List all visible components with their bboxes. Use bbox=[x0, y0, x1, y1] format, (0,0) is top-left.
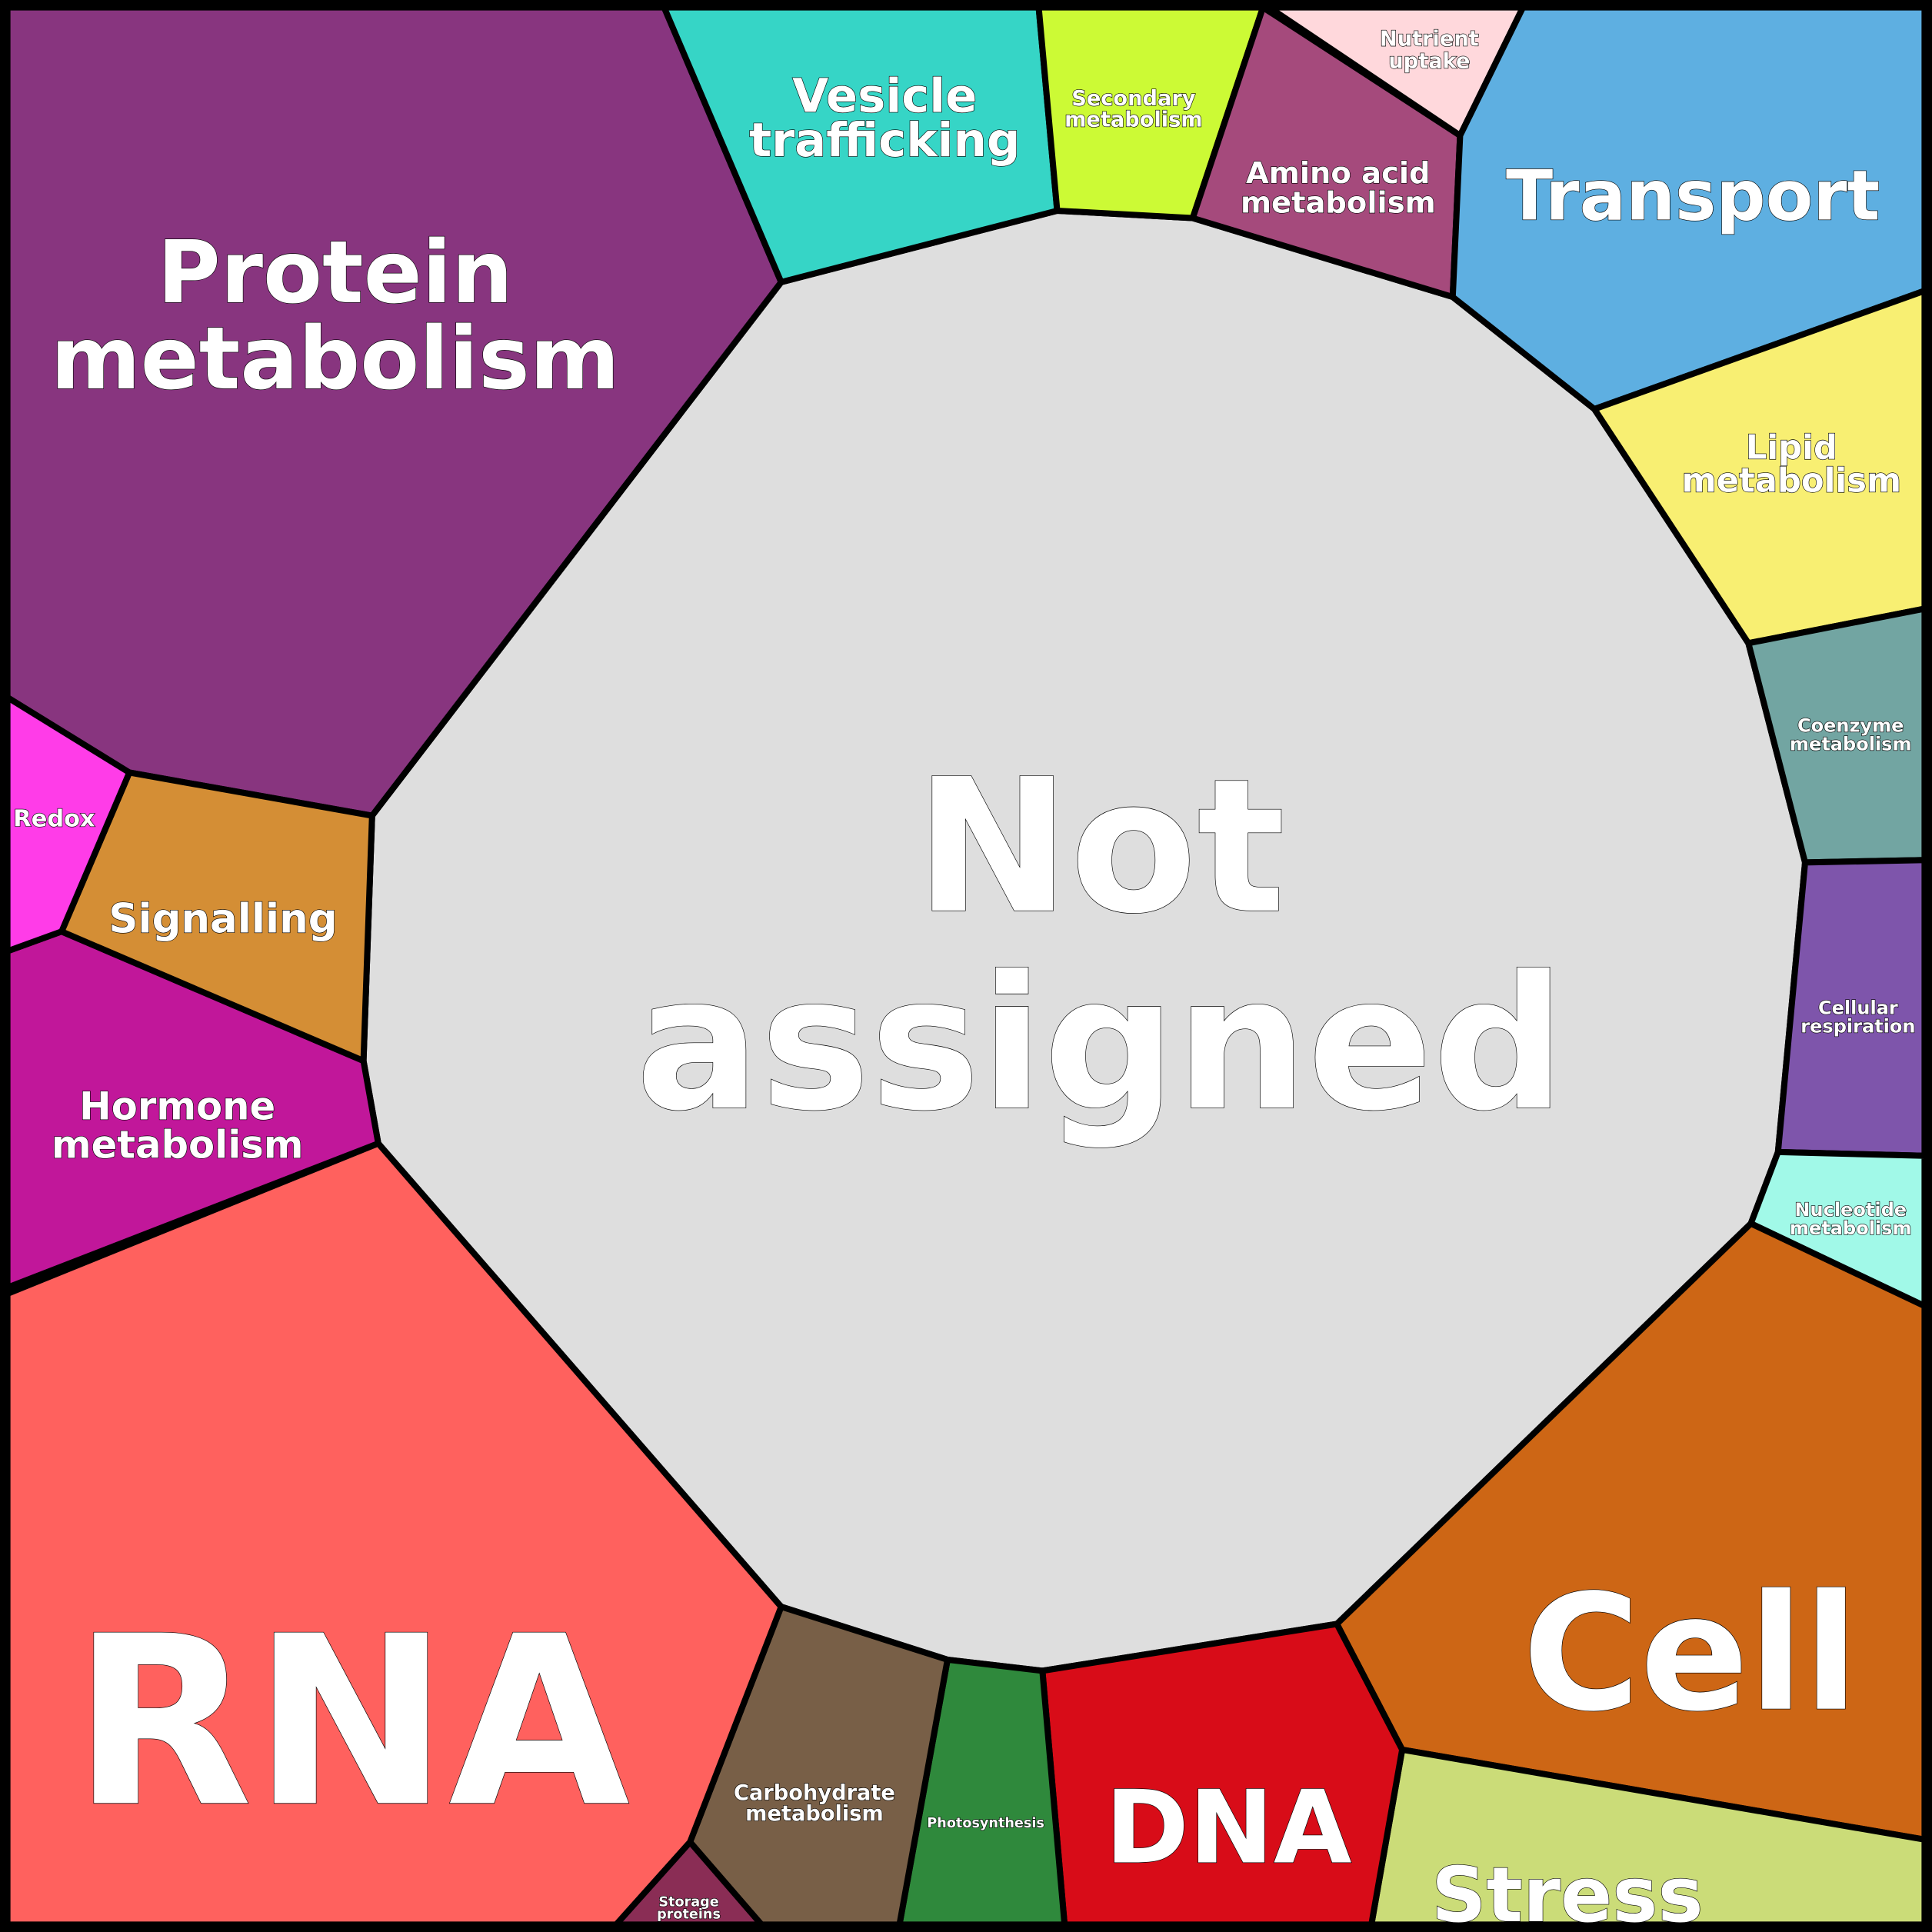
label-stress: Stress bbox=[1431, 1851, 1704, 1932]
label-line: Lipid bbox=[1746, 428, 1837, 467]
label-line: Storage bbox=[658, 1894, 718, 1910]
label-line: Protein bbox=[158, 223, 513, 323]
label-line: metabolism bbox=[1241, 186, 1436, 221]
label-line: metabolism bbox=[745, 1802, 884, 1826]
label-line: metabolism bbox=[1790, 1217, 1911, 1239]
label-line: metabolism bbox=[1064, 108, 1203, 132]
label-line: metabolism bbox=[1790, 733, 1911, 754]
label-line: Cell bbox=[1523, 1561, 1859, 1747]
label-line: assigned bbox=[635, 936, 1565, 1151]
label-dna: DNA bbox=[1105, 1769, 1352, 1887]
label-line: Cellular bbox=[1818, 997, 1898, 1018]
label-line: Photosynthesis bbox=[927, 1816, 1044, 1831]
label-line: Hormone bbox=[79, 1084, 275, 1129]
label-signalling: Signalling bbox=[108, 896, 337, 943]
label-line: Nucleotide bbox=[1794, 1199, 1907, 1221]
label-line: metabolism bbox=[52, 1122, 304, 1167]
label-line: Stress bbox=[1431, 1851, 1704, 1932]
label-line: Signalling bbox=[108, 896, 337, 943]
label-line: respiration bbox=[1800, 1015, 1915, 1037]
label-transport: Transport bbox=[1506, 156, 1880, 236]
label-line: Secondary bbox=[1071, 87, 1196, 111]
label-rna: RNA bbox=[72, 1585, 631, 1858]
label-photosynthesis: Photosynthesis bbox=[927, 1816, 1044, 1831]
label-line: metabolism bbox=[51, 309, 620, 409]
label-line: Redox bbox=[13, 806, 95, 833]
label-line: Carbohydrate bbox=[734, 1781, 895, 1805]
label-line: Coenzyme bbox=[1797, 715, 1904, 736]
label-cell: Cell bbox=[1523, 1561, 1859, 1747]
label-line: RNA bbox=[72, 1585, 631, 1858]
label-line: uptake bbox=[1388, 49, 1470, 73]
label-line: Amino acid bbox=[1246, 156, 1431, 191]
label-line: Vesicle bbox=[792, 68, 977, 123]
label-line: trafficking bbox=[749, 113, 1020, 168]
label-redox: Redox bbox=[13, 806, 95, 833]
label-line: Transport bbox=[1506, 156, 1880, 236]
label-line: Nutrient bbox=[1380, 27, 1479, 51]
label-line: proteins bbox=[657, 1907, 721, 1922]
label-line: metabolism bbox=[1682, 462, 1901, 501]
label-line: DNA bbox=[1105, 1769, 1352, 1887]
label-line: Not bbox=[915, 739, 1285, 954]
